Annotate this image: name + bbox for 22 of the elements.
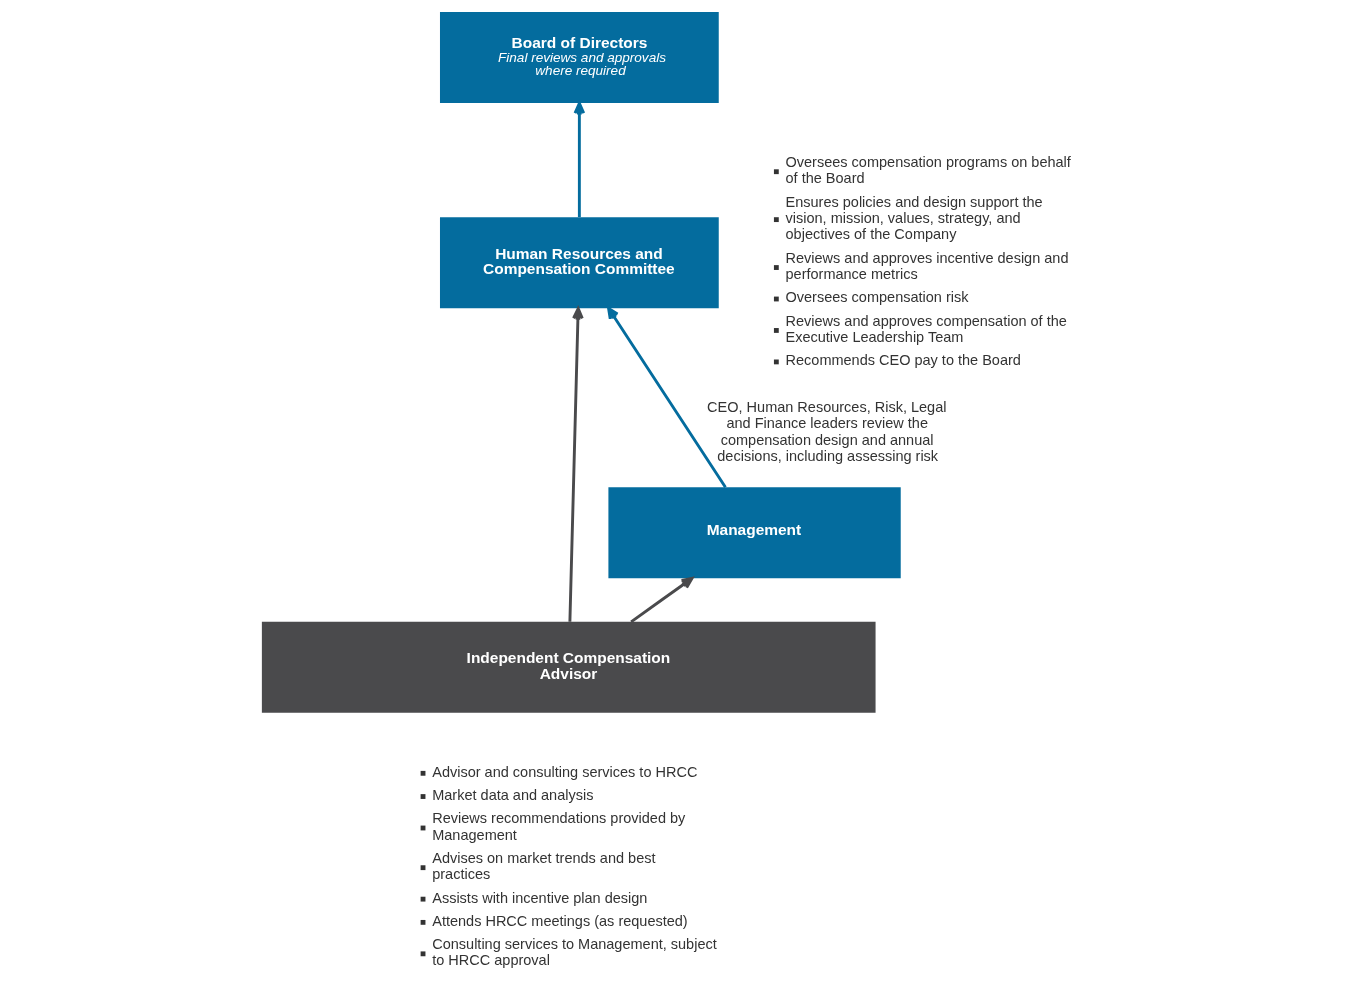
node-label: Reviews and approves compensation of the Executive Leadership Team <box>785 312 1067 346</box>
node-label: Recommends CEO pay to the Board <box>785 352 1021 369</box>
node-label: Reviews and approves incentive design and performance metrics <box>785 249 1068 283</box>
node-label: Market data and analysis <box>431 786 593 803</box>
arrow <box>567 307 584 622</box>
node-label: Consulting services to Management, subject to HRCC approval <box>431 935 717 969</box>
arrow <box>606 306 727 488</box>
node-label: Assists with incentive plan design <box>431 889 647 906</box>
node-label: Ensures policies and design support the vision, mission, values, strategy, and objectives of the Company <box>785 193 1043 243</box>
node-label: Oversees compensation programs on behalf of the Board <box>785 153 1071 187</box>
arrow <box>629 576 693 623</box>
node-box: Human Resources and Compensation Committee <box>439 217 719 309</box>
node-box: Independent Compensation Advisor <box>261 621 876 713</box>
node-label: Reviews recommendations provided by Management <box>431 810 685 843</box>
node-box: Board of Directors Final reviews and approvals where required <box>439 12 719 103</box>
node-label: Attends HRCC meetings (as requested) <box>431 912 688 929</box>
edge-label: CEO, Human Resources, Risk, Legal and Finance leaders review the compensation design and annual decisions, including assessing risk <box>706 398 946 465</box>
node-box: Management <box>607 487 901 579</box>
node-label: Advises on market trends and best practices <box>431 849 655 883</box>
node-label: Advisor and consulting services to HRCC <box>431 763 697 780</box>
arrow <box>573 101 585 218</box>
node-label: Oversees compensation risk <box>785 289 968 306</box>
